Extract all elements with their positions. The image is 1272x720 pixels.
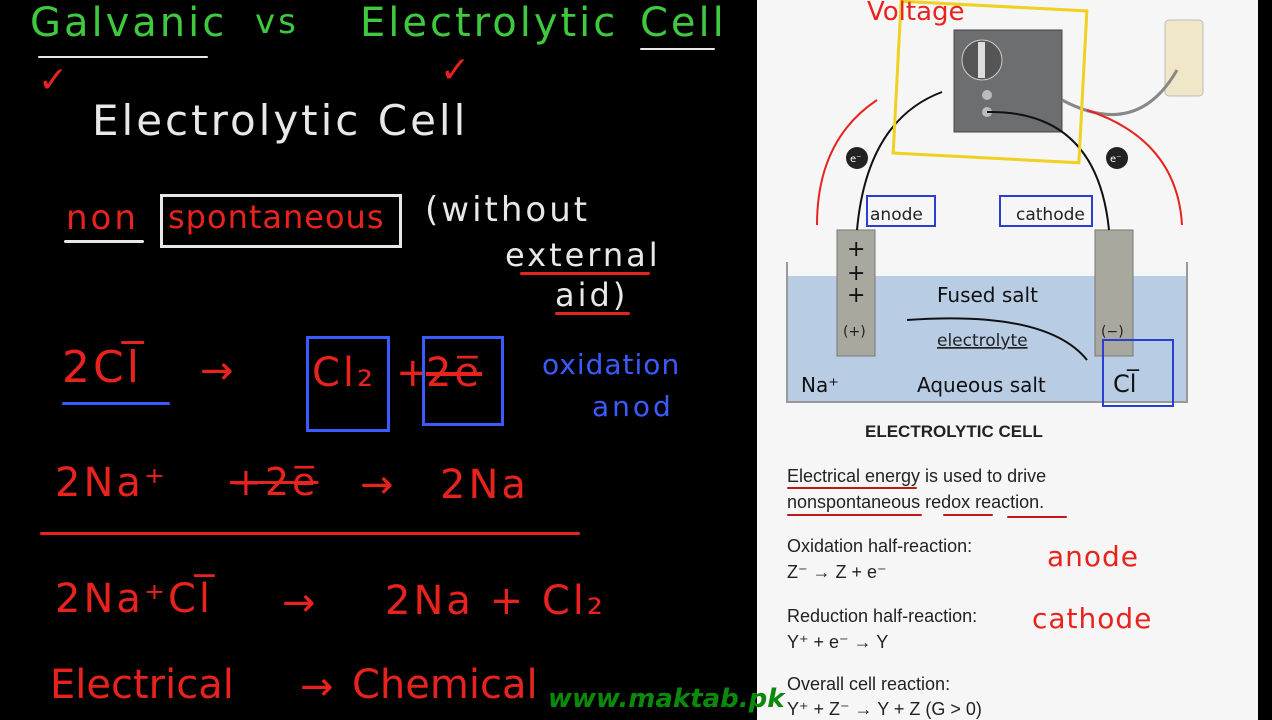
svg-text:(−): (−) (1101, 324, 1124, 340)
electrolyte-label: electrolyte (937, 331, 1028, 351)
anode-label: anode (870, 205, 923, 225)
textbook-panel: e⁻ e⁻ Voltage anode cathode (+) (−) +++ … (757, 0, 1258, 720)
eq1-cl2: Cl₂ (312, 350, 377, 396)
underline (787, 487, 917, 489)
word-chemical: Chemical (352, 662, 538, 708)
svg-text:Cl̅: Cl̅ (1113, 369, 1140, 398)
anode-wire (856, 91, 943, 231)
eq1-electrons: 2e̅ (426, 350, 483, 396)
svg-text:+: + (847, 283, 865, 308)
anode-note: anode (1047, 540, 1140, 573)
overall-equation: Y⁺ + Z⁻ → Y + Z (G > 0) (787, 699, 982, 719)
reduction-label: Reduction half-reaction: (787, 606, 978, 626)
arrow: → (360, 462, 397, 508)
eq3-product: 2Na + Cl₂ (385, 578, 606, 624)
word-electrical: Electrical (50, 662, 234, 708)
description-line1: Electrical energy is used to drive (787, 466, 1047, 486)
electron-icon (1106, 147, 1128, 169)
heading: Electrolytic Cell (92, 96, 469, 145)
underline (520, 272, 650, 275)
title-cell: Cell (640, 0, 727, 46)
oxidation-equation: Z⁻ → Z + e⁻ (787, 562, 887, 582)
overall-label: Overall cell reaction: (787, 674, 951, 694)
wall-outlet (1164, 19, 1204, 97)
cathode-wire (986, 110, 1110, 231)
cathode-electrode (1094, 229, 1134, 357)
eq3-reactant: 2Na⁺Cl̅ (55, 576, 214, 622)
svg-text:(+): (+) (843, 324, 866, 340)
svg-text:e⁻: e⁻ (1110, 154, 1121, 165)
title-vs: vs (255, 2, 299, 42)
underline (38, 56, 208, 58)
word-oxidation: oxidation (542, 348, 681, 381)
underline (62, 402, 170, 405)
fused-salt-label: Fused salt (937, 283, 1038, 307)
underline (787, 514, 922, 516)
anode-electrode (836, 229, 876, 357)
check-mark-icon: ✓ (440, 50, 474, 91)
arrow: → (282, 580, 319, 626)
word-without: (without (425, 190, 591, 230)
eq2-electrons: +2e̅ (230, 460, 319, 504)
electrolytic-cell-diagram: e⁻ e⁻ Voltage anode cathode (+) (−) +++ … (786, 0, 1204, 407)
power-cord (1061, 69, 1179, 116)
svg-text:e⁻: e⁻ (850, 154, 861, 165)
word-non: non (66, 198, 139, 238)
word-aid: aid) (555, 276, 629, 314)
svg-text:Na⁺: Na⁺ (801, 373, 839, 397)
word-anod: anod (592, 390, 674, 423)
description-line2: nonspontaneous redox reaction. (787, 492, 1045, 512)
electron-icon (846, 147, 868, 169)
electron-box (422, 336, 504, 426)
arrow: → (300, 664, 334, 710)
svg-text:+: + (847, 261, 865, 286)
cathode-label: cathode (1016, 205, 1085, 225)
watermark: www.maktab.pk (548, 684, 785, 714)
word-external: external (505, 236, 661, 274)
ion-migration-arrow (906, 317, 1088, 361)
cathode-note: cathode (1032, 602, 1153, 635)
arrow: → (200, 348, 237, 394)
voltage-label: Voltage (867, 0, 965, 27)
eq1-reactant: 2Cl̅ (62, 342, 142, 393)
beaker (786, 262, 1188, 403)
title-electrolytic: Electrolytic (360, 0, 619, 46)
reduction-equation: Y⁺ + e⁻ → Y (787, 632, 889, 652)
eq2-product: 2Na (440, 462, 529, 508)
voltage-highlight (891, 0, 1089, 165)
eq2-reactant: 2Na⁺ (55, 460, 168, 506)
underline (640, 48, 715, 50)
product-box (306, 336, 390, 432)
word-spontaneous: spontaneous (168, 198, 385, 236)
check-mark-icon: ✓ (38, 60, 72, 101)
divider-line (40, 532, 580, 535)
figure-caption: ELECTROLYTIC CELL (865, 422, 1043, 441)
oxidation-label: Oxidation half-reaction: (787, 536, 973, 556)
highlight-box (160, 194, 402, 248)
underline (555, 312, 630, 315)
frame-edge (1258, 0, 1272, 720)
underline (64, 240, 144, 243)
title-galvanic: Galvanic (30, 0, 228, 46)
svg-text:+: + (847, 237, 865, 262)
aqueous-salt-label: Aqueous salt (917, 373, 1046, 397)
underline (943, 514, 993, 516)
underline (1007, 516, 1067, 518)
